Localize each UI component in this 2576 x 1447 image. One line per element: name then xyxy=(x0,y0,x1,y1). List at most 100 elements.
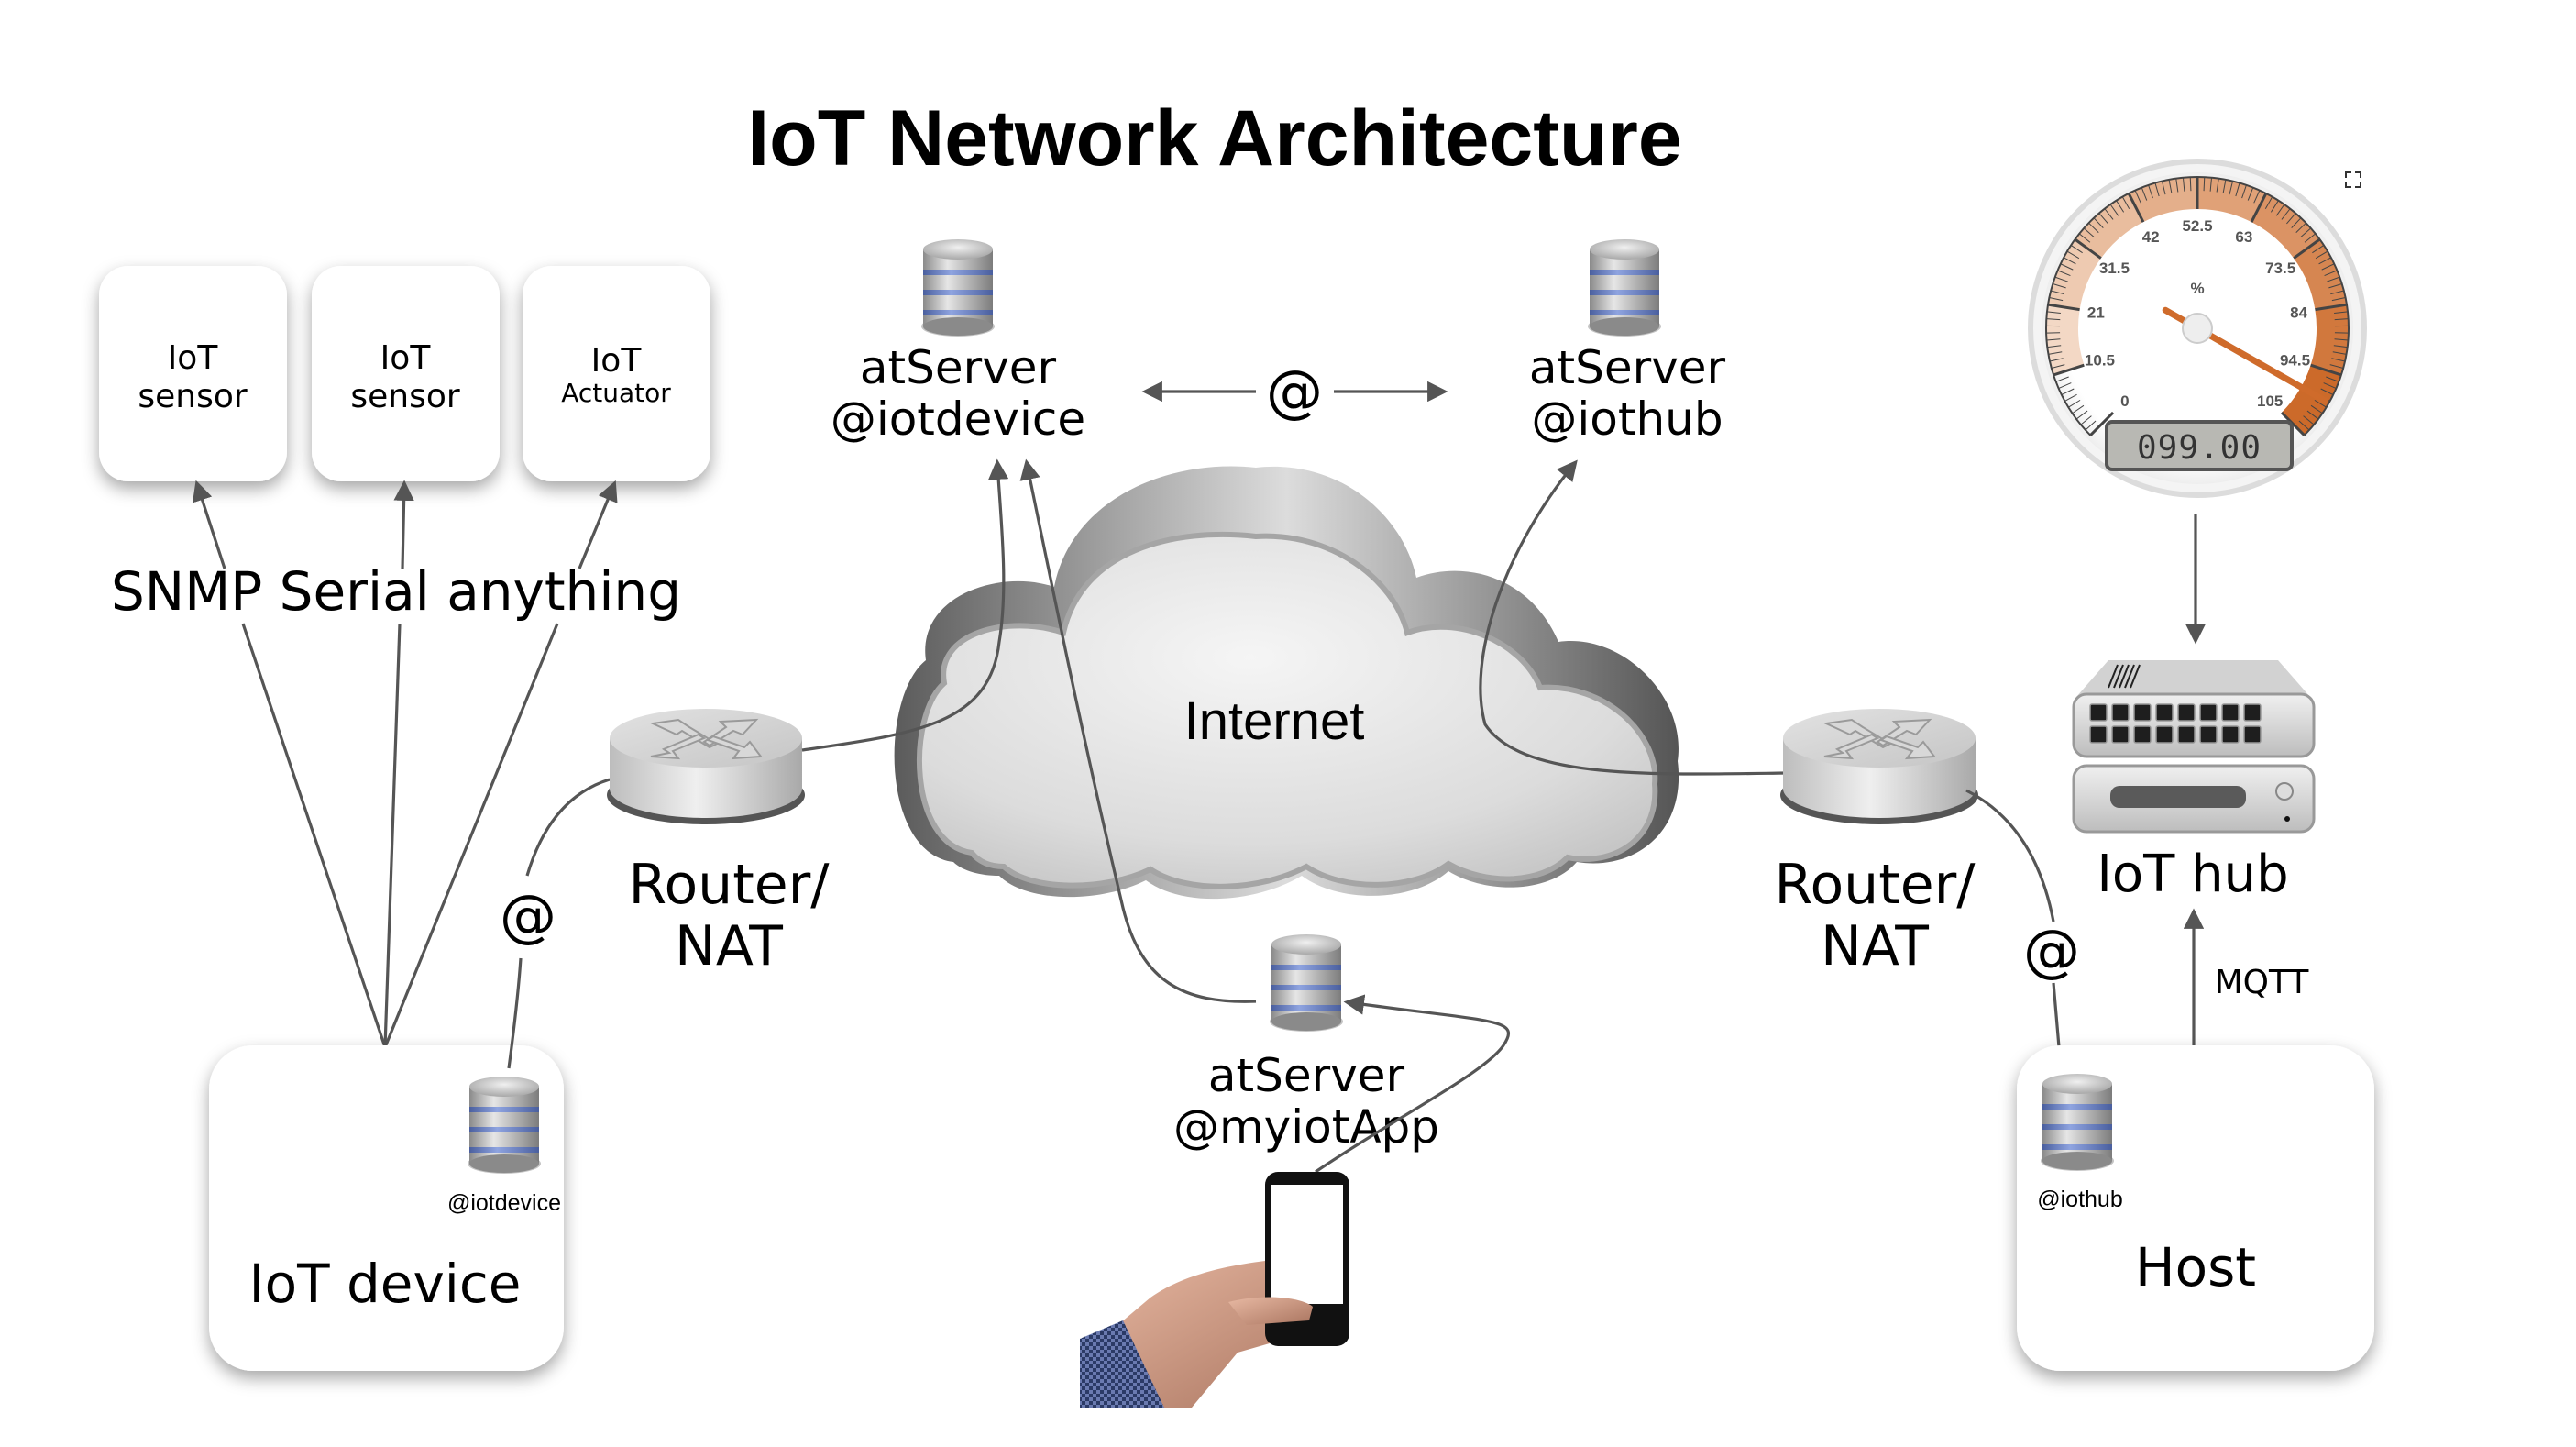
gauge-minor-tick xyxy=(2315,250,2328,260)
gauge-minor-tick xyxy=(2323,382,2337,389)
gauge-minor-tick xyxy=(2048,351,2063,355)
gauge-major-tick xyxy=(2127,193,2145,223)
gauge-minor-tick xyxy=(2066,250,2080,260)
link-device-router xyxy=(507,957,523,1069)
gauge-minor-tick xyxy=(2047,345,2062,348)
gauge-minor-tick xyxy=(2057,270,2071,277)
gauge-minor-tick xyxy=(2046,311,2061,315)
router-left-line2: NAT xyxy=(675,914,783,978)
gauge-major-tick xyxy=(2053,363,2085,377)
router-left[interactable] xyxy=(606,708,806,825)
gauge-minor-tick xyxy=(2300,227,2312,238)
gauge-minor-tick xyxy=(2331,358,2346,362)
gauge-minor-tick xyxy=(2241,184,2247,199)
gauge-major-tick xyxy=(2047,303,2080,312)
card-line2: sensor xyxy=(138,378,248,415)
gauge-minor-tick xyxy=(2312,244,2325,254)
expand-icon[interactable] xyxy=(2345,171,2361,188)
gauge-readout-box xyxy=(2105,420,2294,471)
gauge-minor-tick xyxy=(2051,290,2064,295)
gauge-minor-tick xyxy=(2253,190,2261,204)
gauge-tick-label: 21 xyxy=(2087,304,2105,321)
gauge-band xyxy=(2310,304,2349,375)
gauge-minor-tick xyxy=(2070,244,2083,254)
database-icon xyxy=(1588,239,1661,337)
gauge-minor-tick xyxy=(2063,257,2076,265)
gauge-minor-tick xyxy=(2216,178,2219,193)
gauge-minor-tick xyxy=(2314,399,2327,408)
gauge-minor-tick xyxy=(2333,345,2348,348)
hub-port xyxy=(2133,703,2152,722)
gauge-minor-tick xyxy=(2080,415,2092,425)
link-router-host xyxy=(1965,789,2055,922)
hub-port xyxy=(2133,725,2152,744)
gauge-tick-label: 84 xyxy=(2290,304,2307,321)
gauge-tick-label: 0 xyxy=(2120,392,2129,410)
gauge-minor-tick xyxy=(2134,190,2141,204)
gauge-band xyxy=(2048,239,2101,310)
gauge-minor-tick xyxy=(2330,290,2344,295)
gauge-minor-tick xyxy=(2093,217,2104,228)
atserver-iotdevice[interactable]: atServer @iotdevice xyxy=(831,239,1085,446)
gauge-minor-tick xyxy=(2209,177,2213,192)
gauge-minor-tick xyxy=(2320,388,2334,396)
mqtt-label: MQTT xyxy=(2215,964,2310,1001)
database-icon xyxy=(1270,934,1343,1032)
gauge-tick-label: 31.5 xyxy=(2099,260,2130,277)
card-line1: IoT xyxy=(168,339,219,377)
iot-sensor-card-1[interactable]: IoT sensor xyxy=(99,266,287,481)
gauge-minor-tick xyxy=(2168,179,2173,193)
gauge-minor-tick xyxy=(2088,222,2099,233)
iot-sensor-card-2[interactable]: IoT sensor xyxy=(312,266,500,481)
host-card[interactable]: @iothub Host xyxy=(2017,1045,2374,1371)
gauge-major-tick xyxy=(2310,363,2342,377)
iot-device-card[interactable]: @iotdevice IoT device xyxy=(209,1045,564,1371)
gauge-unit: % xyxy=(2190,280,2204,297)
gauge-minor-tick xyxy=(2281,208,2291,220)
router-right[interactable] xyxy=(1779,708,1979,825)
gauge-minor-tick xyxy=(2148,184,2153,199)
gauge-tick-label: 105 xyxy=(2257,392,2283,410)
gauge-minor-tick xyxy=(2298,420,2310,431)
link-at-left: @ xyxy=(500,882,556,949)
card-line2: Actuator xyxy=(561,378,671,408)
iot-actuator-card[interactable]: IoT Actuator xyxy=(523,266,710,481)
gauge-minor-tick xyxy=(2326,276,2340,282)
gauge-minor-tick xyxy=(2189,177,2192,192)
atserver-line2: @iotdevice xyxy=(831,392,1085,446)
gauge-minor-tick xyxy=(2328,283,2342,289)
gauge-minor-tick xyxy=(2078,233,2091,243)
atserver-line2: @myiotApp xyxy=(1173,1100,1439,1154)
hub-port xyxy=(2155,725,2174,744)
device-label: IoT device xyxy=(249,1253,522,1315)
router-icon xyxy=(1779,708,1979,825)
hub-port xyxy=(2155,703,2174,722)
gauge-minor-tick xyxy=(2291,217,2302,228)
gauge-minor-tick xyxy=(2175,178,2179,193)
gauge-minor-tick xyxy=(2329,364,2344,370)
hub-port xyxy=(2199,725,2218,744)
gauge-minor-tick xyxy=(2235,182,2240,197)
gauge-minor-tick xyxy=(2075,410,2088,420)
gauge-minor-tick xyxy=(2182,177,2185,192)
gauge-minor-tick xyxy=(2098,213,2108,225)
router-right-line2: NAT xyxy=(1821,914,1929,978)
gauge-major-tick xyxy=(2293,237,2321,260)
link-phone-myiotapp xyxy=(1315,994,1511,1174)
gauge-major-tick xyxy=(2315,303,2348,312)
gauge-minor-tick xyxy=(2046,338,2061,341)
db-label: @iothub xyxy=(2037,1187,2123,1212)
atserver-myiotapp[interactable]: atServer @myiotApp xyxy=(1173,934,1439,1154)
gauge-minor-tick xyxy=(2303,415,2315,425)
gauge-minor-tick xyxy=(2310,404,2323,414)
gauge-minor-tick xyxy=(2104,208,2114,220)
gauge-minor-tick xyxy=(2306,410,2319,420)
gauge-minor-tick xyxy=(2064,393,2077,402)
gauge-band xyxy=(2129,177,2197,223)
gauge-tick-label: 63 xyxy=(2235,228,2252,246)
gauge-tick-label: 94.5 xyxy=(2280,352,2310,370)
atserver-iothub[interactable]: atServer @iothub xyxy=(1529,239,1726,446)
hub-port xyxy=(2199,703,2218,722)
gauge-minor-tick xyxy=(2275,204,2285,216)
